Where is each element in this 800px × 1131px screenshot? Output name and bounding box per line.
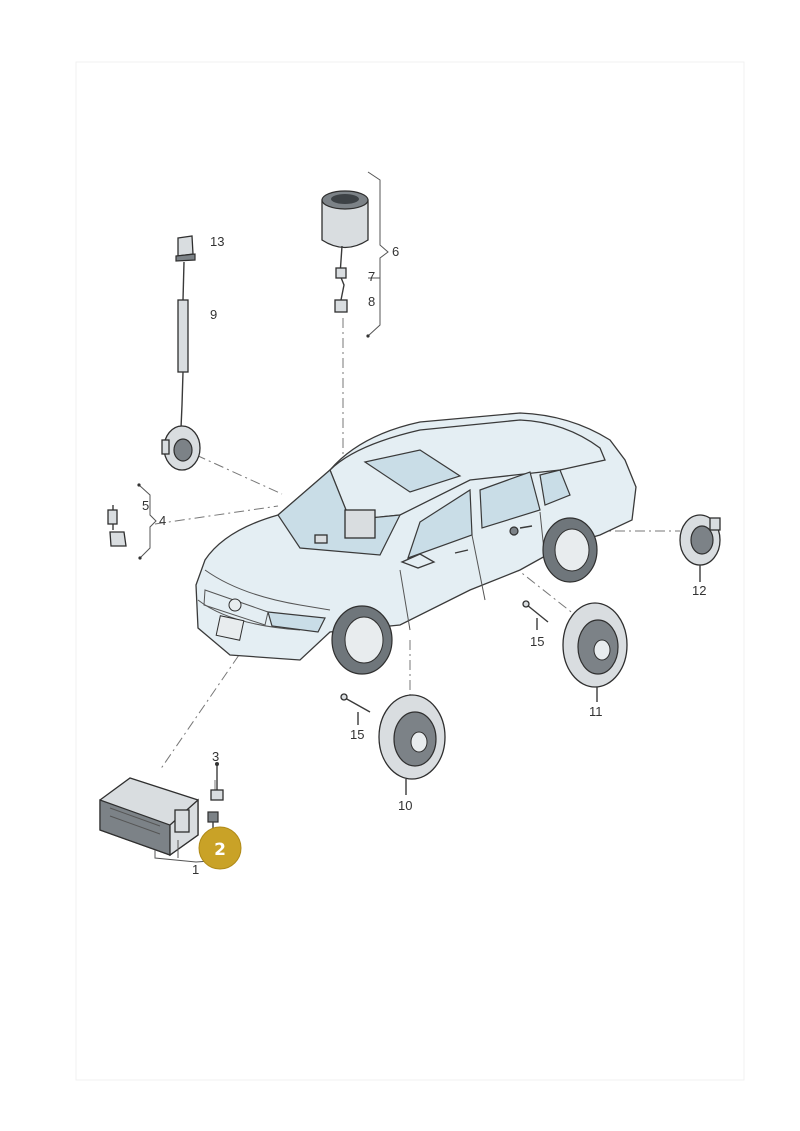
part-12-speaker[interactable] — [679, 514, 721, 582]
part-9-cable[interactable] — [177, 261, 189, 429]
part-15-screw-lower[interactable] — [340, 693, 371, 725]
part-4-5-sensor[interactable] — [107, 505, 127, 547]
callout-1: 1 — [192, 862, 199, 877]
sunroof — [363, 449, 462, 493]
callout-10: 10 — [398, 798, 412, 813]
side-mirror — [400, 553, 436, 569]
callout-8: 8 — [368, 294, 375, 309]
part-3-screw[interactable] — [210, 762, 224, 801]
callout-4: 4 — [159, 513, 166, 528]
part-11-speaker[interactable] — [562, 602, 628, 702]
page-frame — [75, 61, 745, 1081]
callout-5: 5 — [142, 498, 149, 513]
part-10-speaker[interactable] — [378, 694, 446, 795]
callout-labels: 13 9 6 7 8 5 4 12 15 11 15 10 3 1 — [142, 234, 706, 877]
part-15-screw-upper[interactable] — [522, 600, 549, 630]
part-13-clip[interactable] — [175, 235, 196, 262]
callout-9: 9 — [210, 307, 217, 322]
callout-15-lower: 15 — [350, 727, 364, 742]
callout-7: 7 — [368, 269, 375, 284]
part-1-radio-unit[interactable] — [99, 777, 199, 857]
part-7-8-cable[interactable] — [334, 245, 348, 313]
licence-plate — [215, 615, 245, 641]
part-6-cylinder[interactable] — [321, 190, 369, 249]
brand-emblem — [228, 598, 242, 612]
highlight-marker-2[interactable]: 2 — [198, 826, 242, 870]
part-9-base[interactable] — [161, 425, 201, 471]
rear-side-window — [479, 471, 541, 529]
callout-3: 3 — [212, 749, 219, 764]
dash-unit — [344, 509, 376, 539]
highlight-label: 2 — [214, 840, 226, 860]
bracket-6-7-8 — [366, 171, 389, 338]
rear-quarter-window — [539, 469, 571, 506]
front-side-window — [407, 488, 473, 559]
callout-12: 12 — [692, 583, 706, 598]
callout-11: 11 — [589, 704, 603, 719]
callout-6: 6 — [392, 244, 399, 259]
callout-13: 13 — [210, 234, 224, 249]
callout-15-upper: 15 — [530, 634, 544, 649]
headlight — [267, 611, 326, 633]
interior-switch — [314, 534, 328, 544]
bracket-4-5 — [137, 483, 157, 560]
car-illustration — [195, 412, 637, 675]
